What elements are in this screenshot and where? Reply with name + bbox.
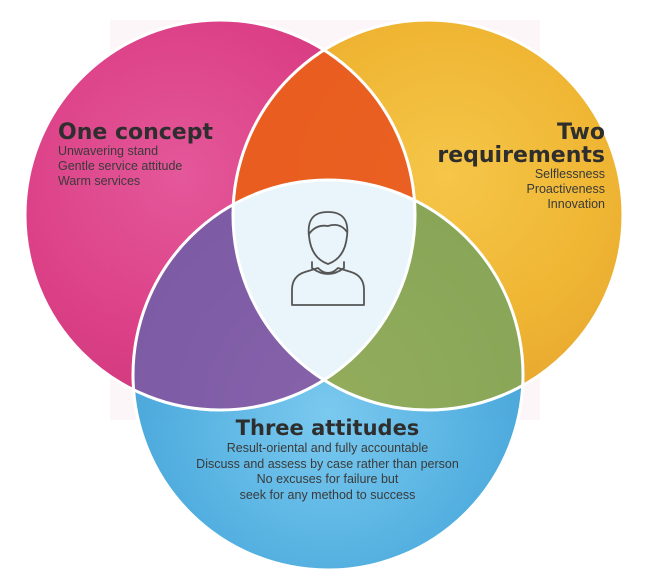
one-concept-item: Warm services [58, 174, 141, 189]
one-concept-item: Gentle service attitude [58, 159, 183, 174]
two-requirements-block: Two requirements Selflessness Proactiven… [405, 121, 605, 212]
concept-outline [23, 18, 417, 412]
two-requirements-title-line2: requirements [437, 143, 605, 169]
two-requirements-item: Proactiveness [526, 182, 605, 197]
three-attitudes-item: seek for any method to success [239, 487, 416, 502]
requirements-outline [231, 18, 625, 412]
three-attitudes-item: Discuss and assess by case rather than p… [196, 456, 459, 471]
three-attitudes-block: Three attitudes Result-oriental and full… [150, 417, 505, 503]
two-requirements-item: Selflessness [534, 167, 605, 182]
one-concept-item: Unwavering stand [58, 144, 159, 159]
two-requirements-item: Innovation [547, 197, 605, 212]
two-requirements-title-line1: Two [556, 120, 605, 145]
three-attitudes-item: Result-oriental and fully accountable [226, 441, 429, 456]
three-attitudes-title: Three attitudes [235, 416, 420, 440]
one-concept-title: One concept [58, 120, 213, 145]
center-overlap [233, 180, 415, 410]
attitudes-outline [131, 178, 525, 572]
user-icon [291, 211, 365, 306]
one-concept-block: One concept Unwavering stand Gentle serv… [58, 121, 248, 189]
three-attitudes-item: No excuses for failure but [256, 472, 399, 487]
